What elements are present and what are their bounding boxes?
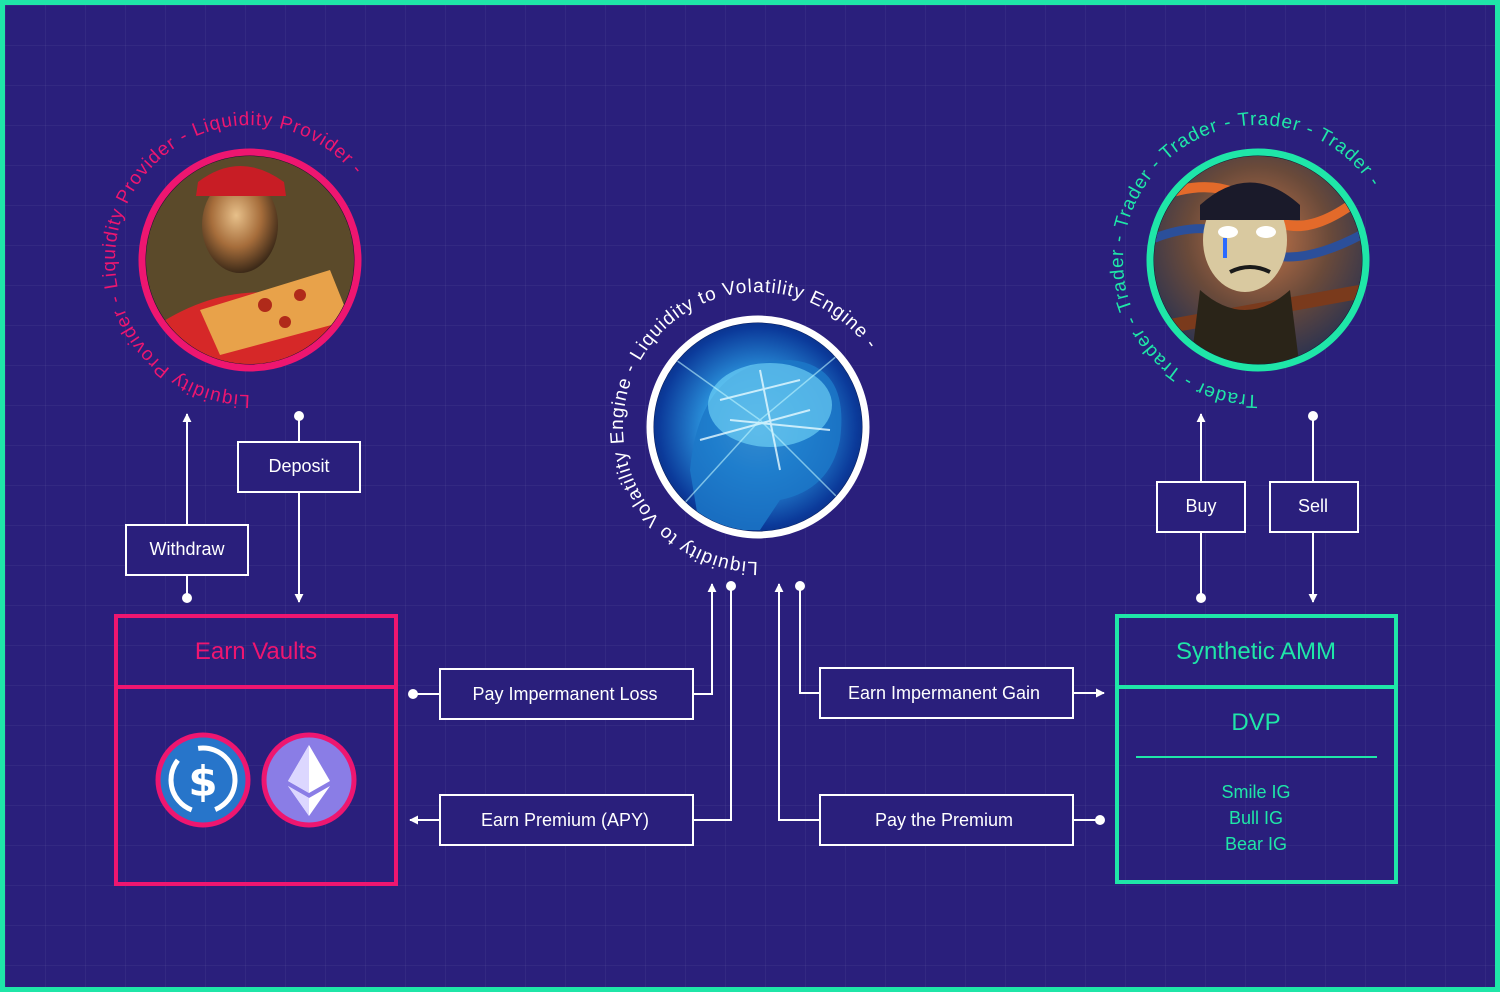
synthetic-amm-title: Synthetic AMM [1176, 638, 1336, 665]
usdc-coin-icon: $ [155, 732, 251, 828]
ethereum-coin-icon [261, 732, 357, 828]
liquidity-provider-avatar: Liquidity Provider - Liquidity Provider … [99, 109, 367, 411]
withdraw-label: Withdraw [149, 539, 225, 559]
svg-text:$: $ [188, 757, 217, 806]
dvp-subtitle: DVP [1231, 709, 1280, 736]
deposit-flow: Deposit [237, 411, 361, 603]
deposit-label: Deposit [268, 456, 329, 476]
sell-flow: Sell [1269, 411, 1359, 603]
earn-vaults-title: Earn Vaults [195, 638, 317, 665]
buy-flow: Buy [1156, 413, 1246, 603]
amm-item: Bull IG [1229, 808, 1283, 828]
earn-vaults-box: Earn Vaults $ [114, 614, 398, 886]
amm-item: Smile IG [1221, 782, 1290, 802]
buy-label: Buy [1185, 496, 1216, 516]
earn-impermanent-gain-label: Earn Impermanent Gain [848, 683, 1040, 703]
pay-impermanent-loss-label: Pay Impermanent Loss [472, 684, 657, 704]
pay-impermanent-loss-flow: Pay Impermanent Loss [408, 583, 717, 720]
amm-item: Bear IG [1225, 834, 1287, 854]
pay-premium-flow: Pay the Premium [774, 583, 1105, 846]
pay-premium-label: Pay the Premium [875, 810, 1013, 830]
earn-premium-flow: Earn Premium (APY) [409, 581, 736, 846]
earn-premium-label: Earn Premium (APY) [481, 810, 649, 830]
earn-impermanent-gain-flow: Earn Impermanent Gain [795, 581, 1105, 719]
withdraw-flow: Withdraw [125, 413, 249, 603]
sell-label: Sell [1298, 496, 1328, 516]
synthetic-amm-box: Synthetic AMM DVP Smile IG Bull IG Bear … [1115, 614, 1398, 884]
volatility-engine-avatar: Liquidity to Volatility Engine - Liquidi… [607, 276, 881, 578]
trader-avatar: Trader - Trader - Trader - Trader - Trad… [1107, 109, 1385, 411]
